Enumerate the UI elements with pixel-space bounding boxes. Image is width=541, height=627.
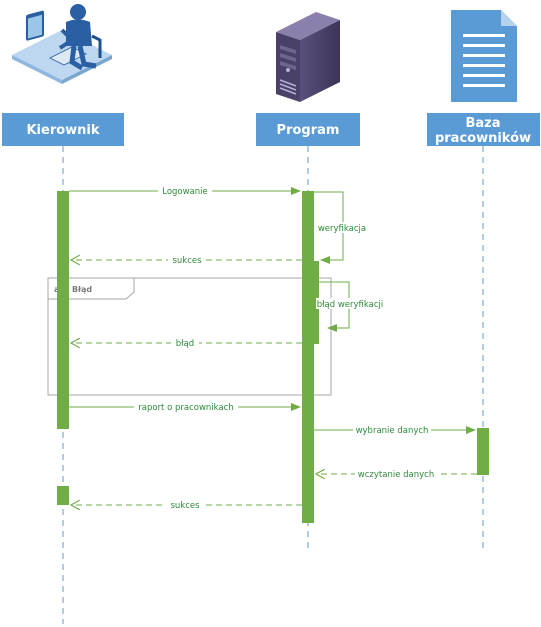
- message-raport: raport o pracownikach: [69, 401, 301, 413]
- activation-kierownik-1: [57, 191, 69, 429]
- message-wczytanie: wczytanie danych: [316, 468, 477, 480]
- message-logowanie: Logowanie: [69, 185, 301, 197]
- activation-kierownik-2: [57, 486, 69, 505]
- user-at-computer-icon: [12, 4, 112, 84]
- message-weryfikacja: weryfikacja: [314, 191, 369, 264]
- message-blad: błąd: [71, 337, 302, 349]
- alt-fragment-frame: [47, 277, 332, 396]
- message-weryfikacja-label: weryfikacja: [318, 224, 366, 234]
- participant-program-label: Program: [277, 123, 340, 138]
- document-icon: [451, 10, 517, 102]
- activation-baza: [477, 428, 489, 475]
- message-blad-weryfikacji: błąd weryfikacji: [316, 281, 384, 332]
- participant-kierownik-label: Kierownik: [26, 123, 99, 138]
- participant-kierownik: Kierownik: [2, 113, 124, 146]
- message-sukces-1: sukces: [71, 254, 302, 266]
- participant-baza: Baza pracowników: [427, 113, 540, 146]
- participant-kierownik-box: [2, 113, 124, 146]
- message-raport-label: raport o pracownikach: [138, 403, 233, 413]
- message-sukces-2-label: sukces: [170, 501, 200, 511]
- alt-fragment-label: alt: Błąd: [54, 285, 92, 294]
- message-wybranie-label: wybranie danych: [356, 426, 429, 436]
- participant-baza-box: [427, 113, 540, 146]
- participant-baza-label-line1: Baza: [465, 116, 500, 131]
- activation-program-nested: [309, 261, 319, 344]
- alt-fragment: alt: Błąd: [47, 277, 332, 396]
- message-wybranie: wybranie danych: [314, 424, 476, 436]
- server-tower-icon: [276, 12, 340, 102]
- message-blad-label: błąd: [176, 339, 194, 349]
- message-logowanie-label: Logowanie: [162, 187, 208, 197]
- message-blad-weryfikacji-label: błąd weryfikacji: [317, 300, 384, 310]
- message-sukces-2: sukces: [71, 499, 302, 511]
- participant-program: Program: [256, 113, 360, 146]
- participant-baza-label-line2: pracowników: [435, 131, 531, 146]
- message-sukces-1-label: sukces: [172, 256, 202, 266]
- participant-program-box: [256, 113, 360, 146]
- message-wczytanie-label: wczytanie danych: [358, 470, 434, 480]
- alt-fragment-tab: [47, 277, 135, 300]
- activation-program-main: [302, 191, 314, 523]
